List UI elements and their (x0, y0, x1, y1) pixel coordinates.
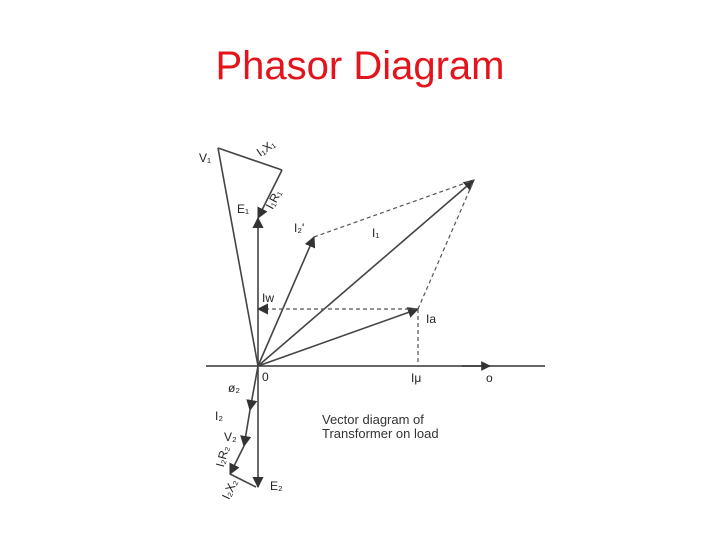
v2-label: V₂ (224, 430, 237, 444)
i2-prime-to-i1-line (313, 179, 475, 238)
e2-label: E₂ (270, 479, 283, 493)
i2-prime-label: I₂' (294, 221, 304, 235)
i1x1-label: I₁X₁ (254, 137, 278, 160)
caption-line-1: Vector diagram of (322, 412, 424, 427)
i0-to-i1-line (417, 179, 475, 310)
i1x1-drop (217, 147, 283, 171)
i1r1-drop (257, 169, 283, 220)
i2r2-drop (229, 445, 245, 476)
i2-prime-phasor (257, 235, 316, 367)
ia-label: Ia (426, 312, 436, 326)
caption-line-2: Transformer on load (322, 426, 439, 441)
i1r1-label: I₁R₁ (263, 187, 285, 211)
phi2-label: ø₂ (228, 381, 240, 395)
origin-label: 0 (262, 370, 269, 384)
i2r2-label: I₂R₂ (213, 444, 232, 469)
v1-phasor (217, 147, 259, 367)
o-label: o (486, 371, 493, 385)
i1-phasor (257, 179, 475, 367)
e1-label: E₁ (237, 202, 249, 216)
imu-label: Iμ (411, 371, 421, 385)
i2x2-drop (229, 473, 257, 488)
v2-phasor (240, 409, 252, 448)
i2-phasor (246, 365, 259, 412)
i2x2-label: I₂X₂ (219, 477, 241, 502)
v1-label: V₁ (199, 151, 211, 165)
i1-label: I₁ (372, 226, 379, 240)
iw-label: Iw (262, 291, 274, 305)
i0-phasor (257, 307, 420, 367)
i2-label: I₂ (215, 409, 223, 423)
slide-title: Phasor Diagram (215, 44, 505, 88)
